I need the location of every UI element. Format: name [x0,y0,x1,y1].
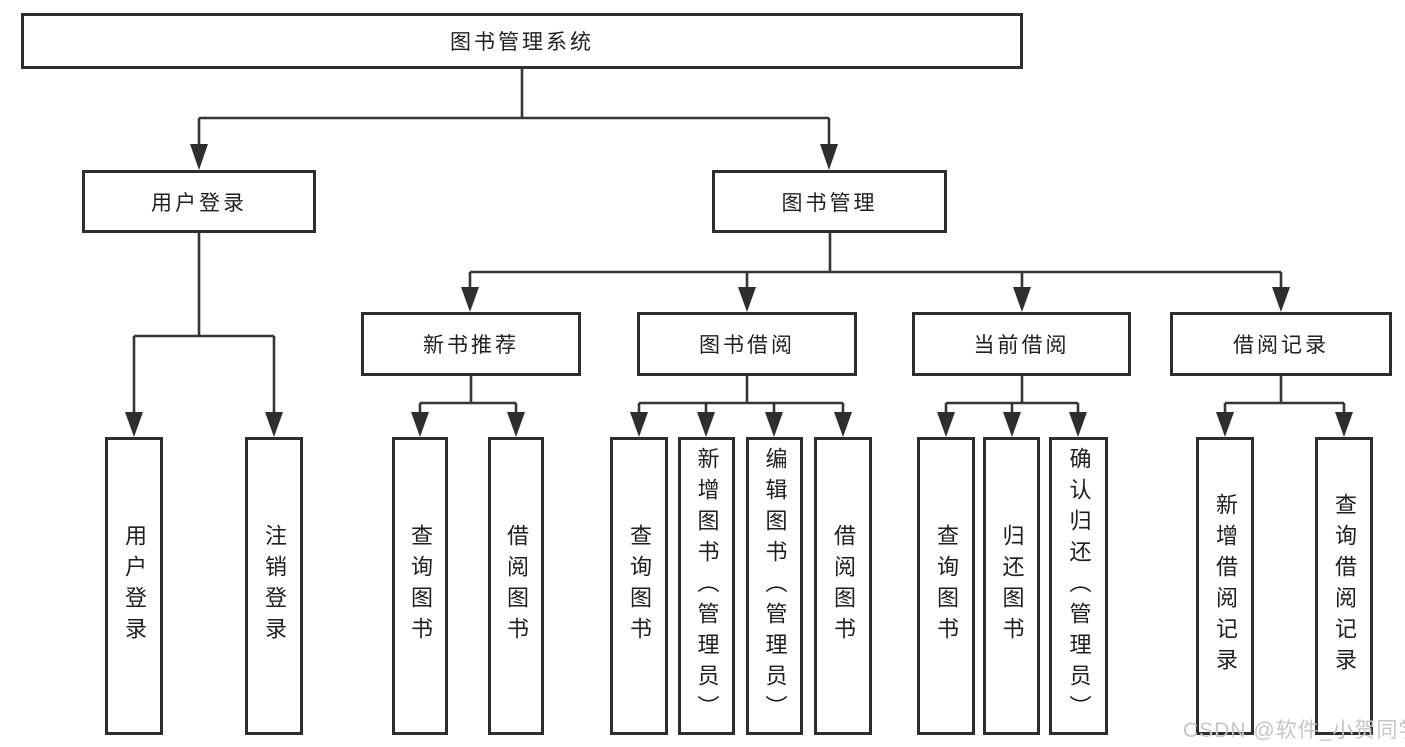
leaf-label: 新增图书（管理员） [694,446,720,726]
leaf-label: 查询借阅记录 [1332,493,1357,679]
node-borrow-records: 借阅记录 [1170,312,1392,376]
leaf-logout-login: 注销登录 [245,437,303,735]
node-label: 用户登录 [151,191,247,215]
node-book-borrow: 图书借阅 [637,312,857,376]
leaf-borrow-book-recommend: 借阅图书 [488,437,544,735]
leaf-label: 注销登录 [262,524,287,648]
watermark-text: CSDN @软件_小贺同学 [1183,719,1405,742]
leaf-label: 用户登录 [122,524,147,648]
leaf-borrow-book: 借阅图书 [814,437,872,735]
node-label: 图书借阅 [699,334,795,357]
node-book-management: 图书管理 [712,170,947,233]
leaf-return-book: 归还图书 [983,437,1040,735]
leaf-label: 查询图书 [408,524,433,648]
node-label: 新书推荐 [423,334,519,357]
node-label: 当前借阅 [973,334,1070,357]
leaf-user-login: 用户登录 [105,437,163,735]
leaf-query-book-borrow: 查询图书 [610,437,668,735]
node-label: 图书管理系统 [450,31,594,54]
node-user-login: 用户登录 [82,170,316,233]
leaf-add-book-admin: 新增图书（管理员） [678,437,735,735]
leaf-label: 查询图书 [934,524,959,648]
leaf-label: 查询图书 [627,524,652,648]
leaf-label: 借阅图书 [831,524,856,648]
node-new-book-recommend: 新书推荐 [361,312,581,376]
leaf-query-book-recommend: 查询图书 [392,437,448,735]
node-root-library-system: 图书管理系统 [21,13,1023,69]
leaf-label: 归还图书 [999,524,1025,648]
leaf-label: 借阅图书 [504,524,529,648]
leaf-add-borrow-record: 新增借阅记录 [1196,437,1254,735]
leaf-label: 确认归还（管理员） [1066,446,1092,726]
leaf-query-book-current: 查询图书 [917,437,975,735]
node-label: 借阅记录 [1233,334,1329,357]
node-label: 图书管理 [781,191,878,215]
node-current-borrow: 当前借阅 [912,312,1131,376]
leaf-query-borrow-record: 查询借阅记录 [1315,437,1373,735]
leaf-edit-book-admin: 编辑图书（管理员） [746,437,803,735]
leaf-label: 编辑图书（管理员） [762,446,788,726]
leaf-confirm-return-admin: 确认归还（管理员） [1049,437,1108,735]
leaf-label: 新增借阅记录 [1213,493,1238,679]
